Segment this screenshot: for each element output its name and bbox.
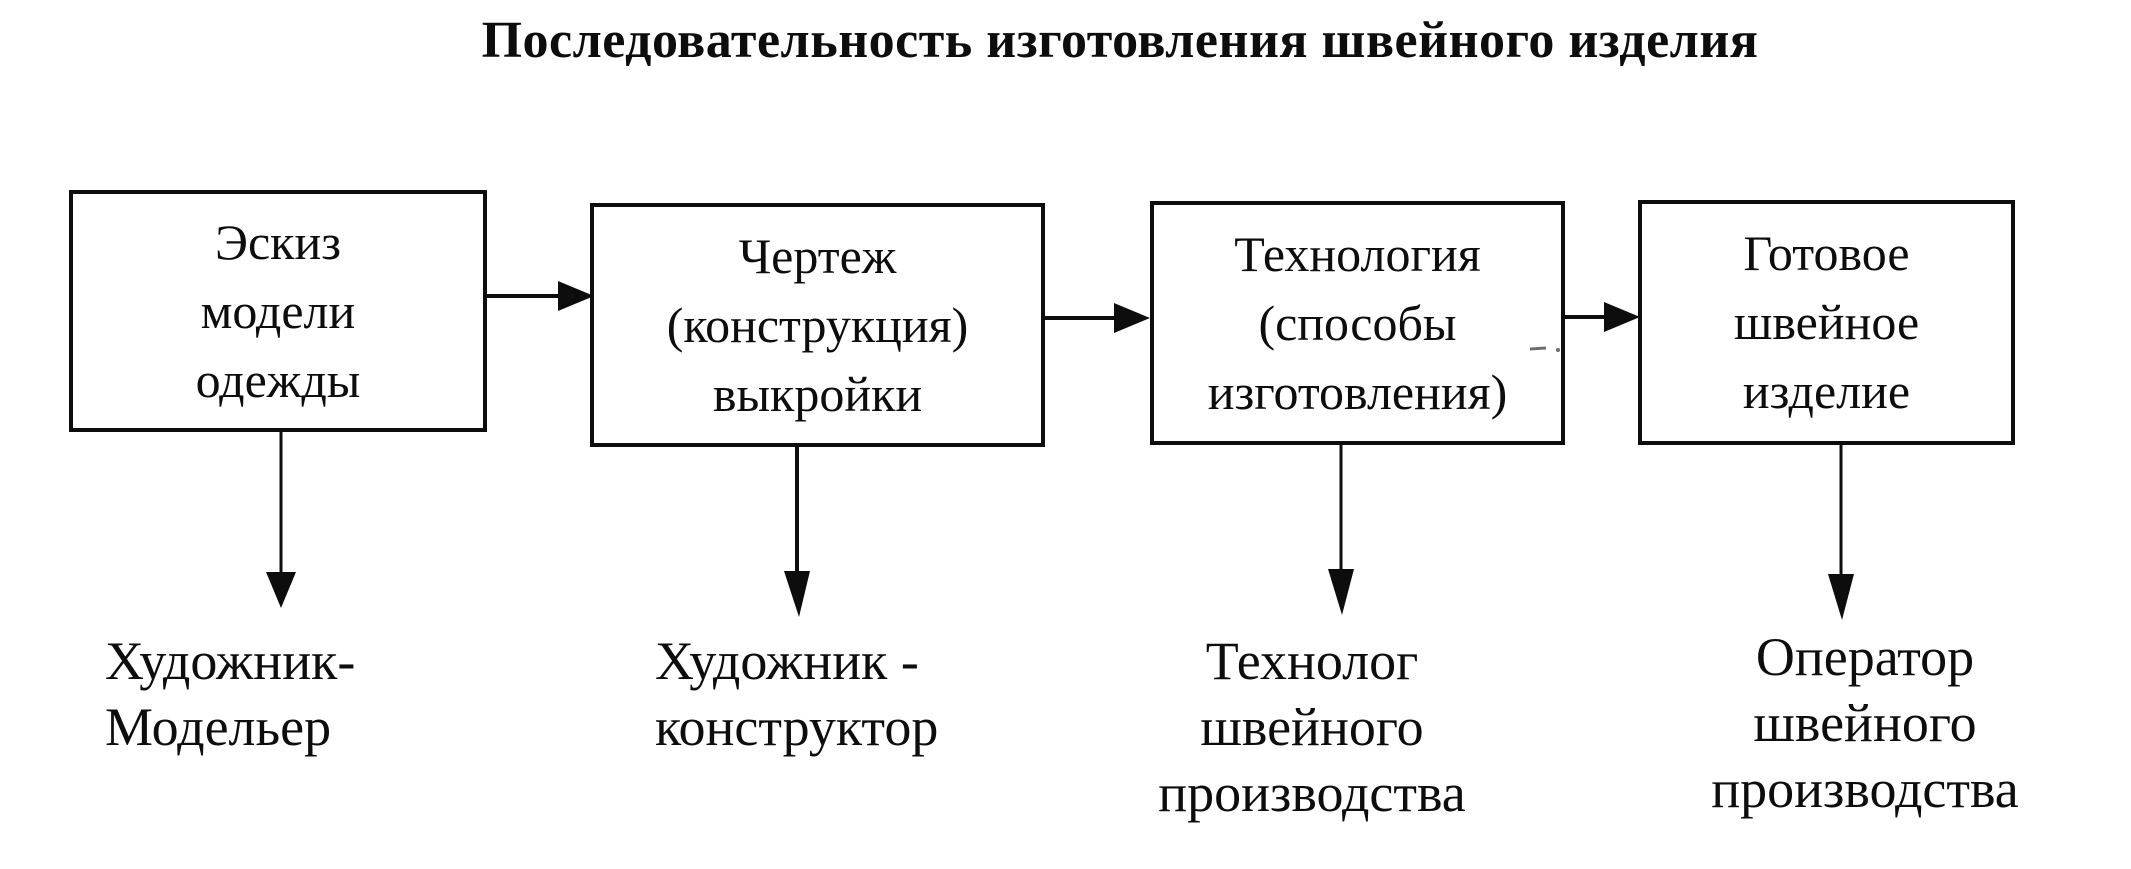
flow-box-sketch-label: Эскиз модели одежды — [195, 213, 361, 408]
flow-box-pattern-drawing-label: Чертеж (конструкция) выкройки — [666, 227, 969, 422]
arrow-sketch-to-role-icon — [266, 432, 296, 608]
flow-box-technology: Технология (способы изготовления) — [1150, 201, 1565, 445]
flow-box-sketch: Эскиз модели одежды — [69, 190, 487, 432]
flow-box-pattern-drawing: Чертеж (конструкция) выкройки — [590, 203, 1045, 447]
arrow-technology-to-finished-icon — [1565, 302, 1640, 332]
arrow-sketch-to-pattern-icon — [487, 281, 594, 311]
role-label-artist-modeler: Художник- Модельер — [105, 631, 356, 757]
diagram-title: Последовательность изготовления швейного… — [481, 12, 1759, 69]
arrow-pattern-to-role-icon — [784, 447, 810, 617]
role-label-sewing-operator: Оператор швейного производства — [1711, 627, 2019, 819]
scan-artifact-dash — [1529, 346, 1560, 352]
flow-box-finished-product: Готовое швейное изделие — [1638, 200, 2015, 445]
flow-box-finished-product-label: Готовое швейное изделие — [1733, 225, 1920, 419]
role-label-artist-constructor: Художник - конструктор — [655, 631, 939, 757]
arrow-technology-to-role-icon — [1328, 445, 1354, 615]
arrow-pattern-to-technology-icon — [1045, 303, 1150, 333]
role-label-sewing-technologist: Технолог швейного производства — [1158, 631, 1466, 823]
flow-box-technology-label: Технология (способы изготовления) — [1207, 225, 1508, 420]
arrow-finished-to-role-icon — [1828, 445, 1854, 620]
